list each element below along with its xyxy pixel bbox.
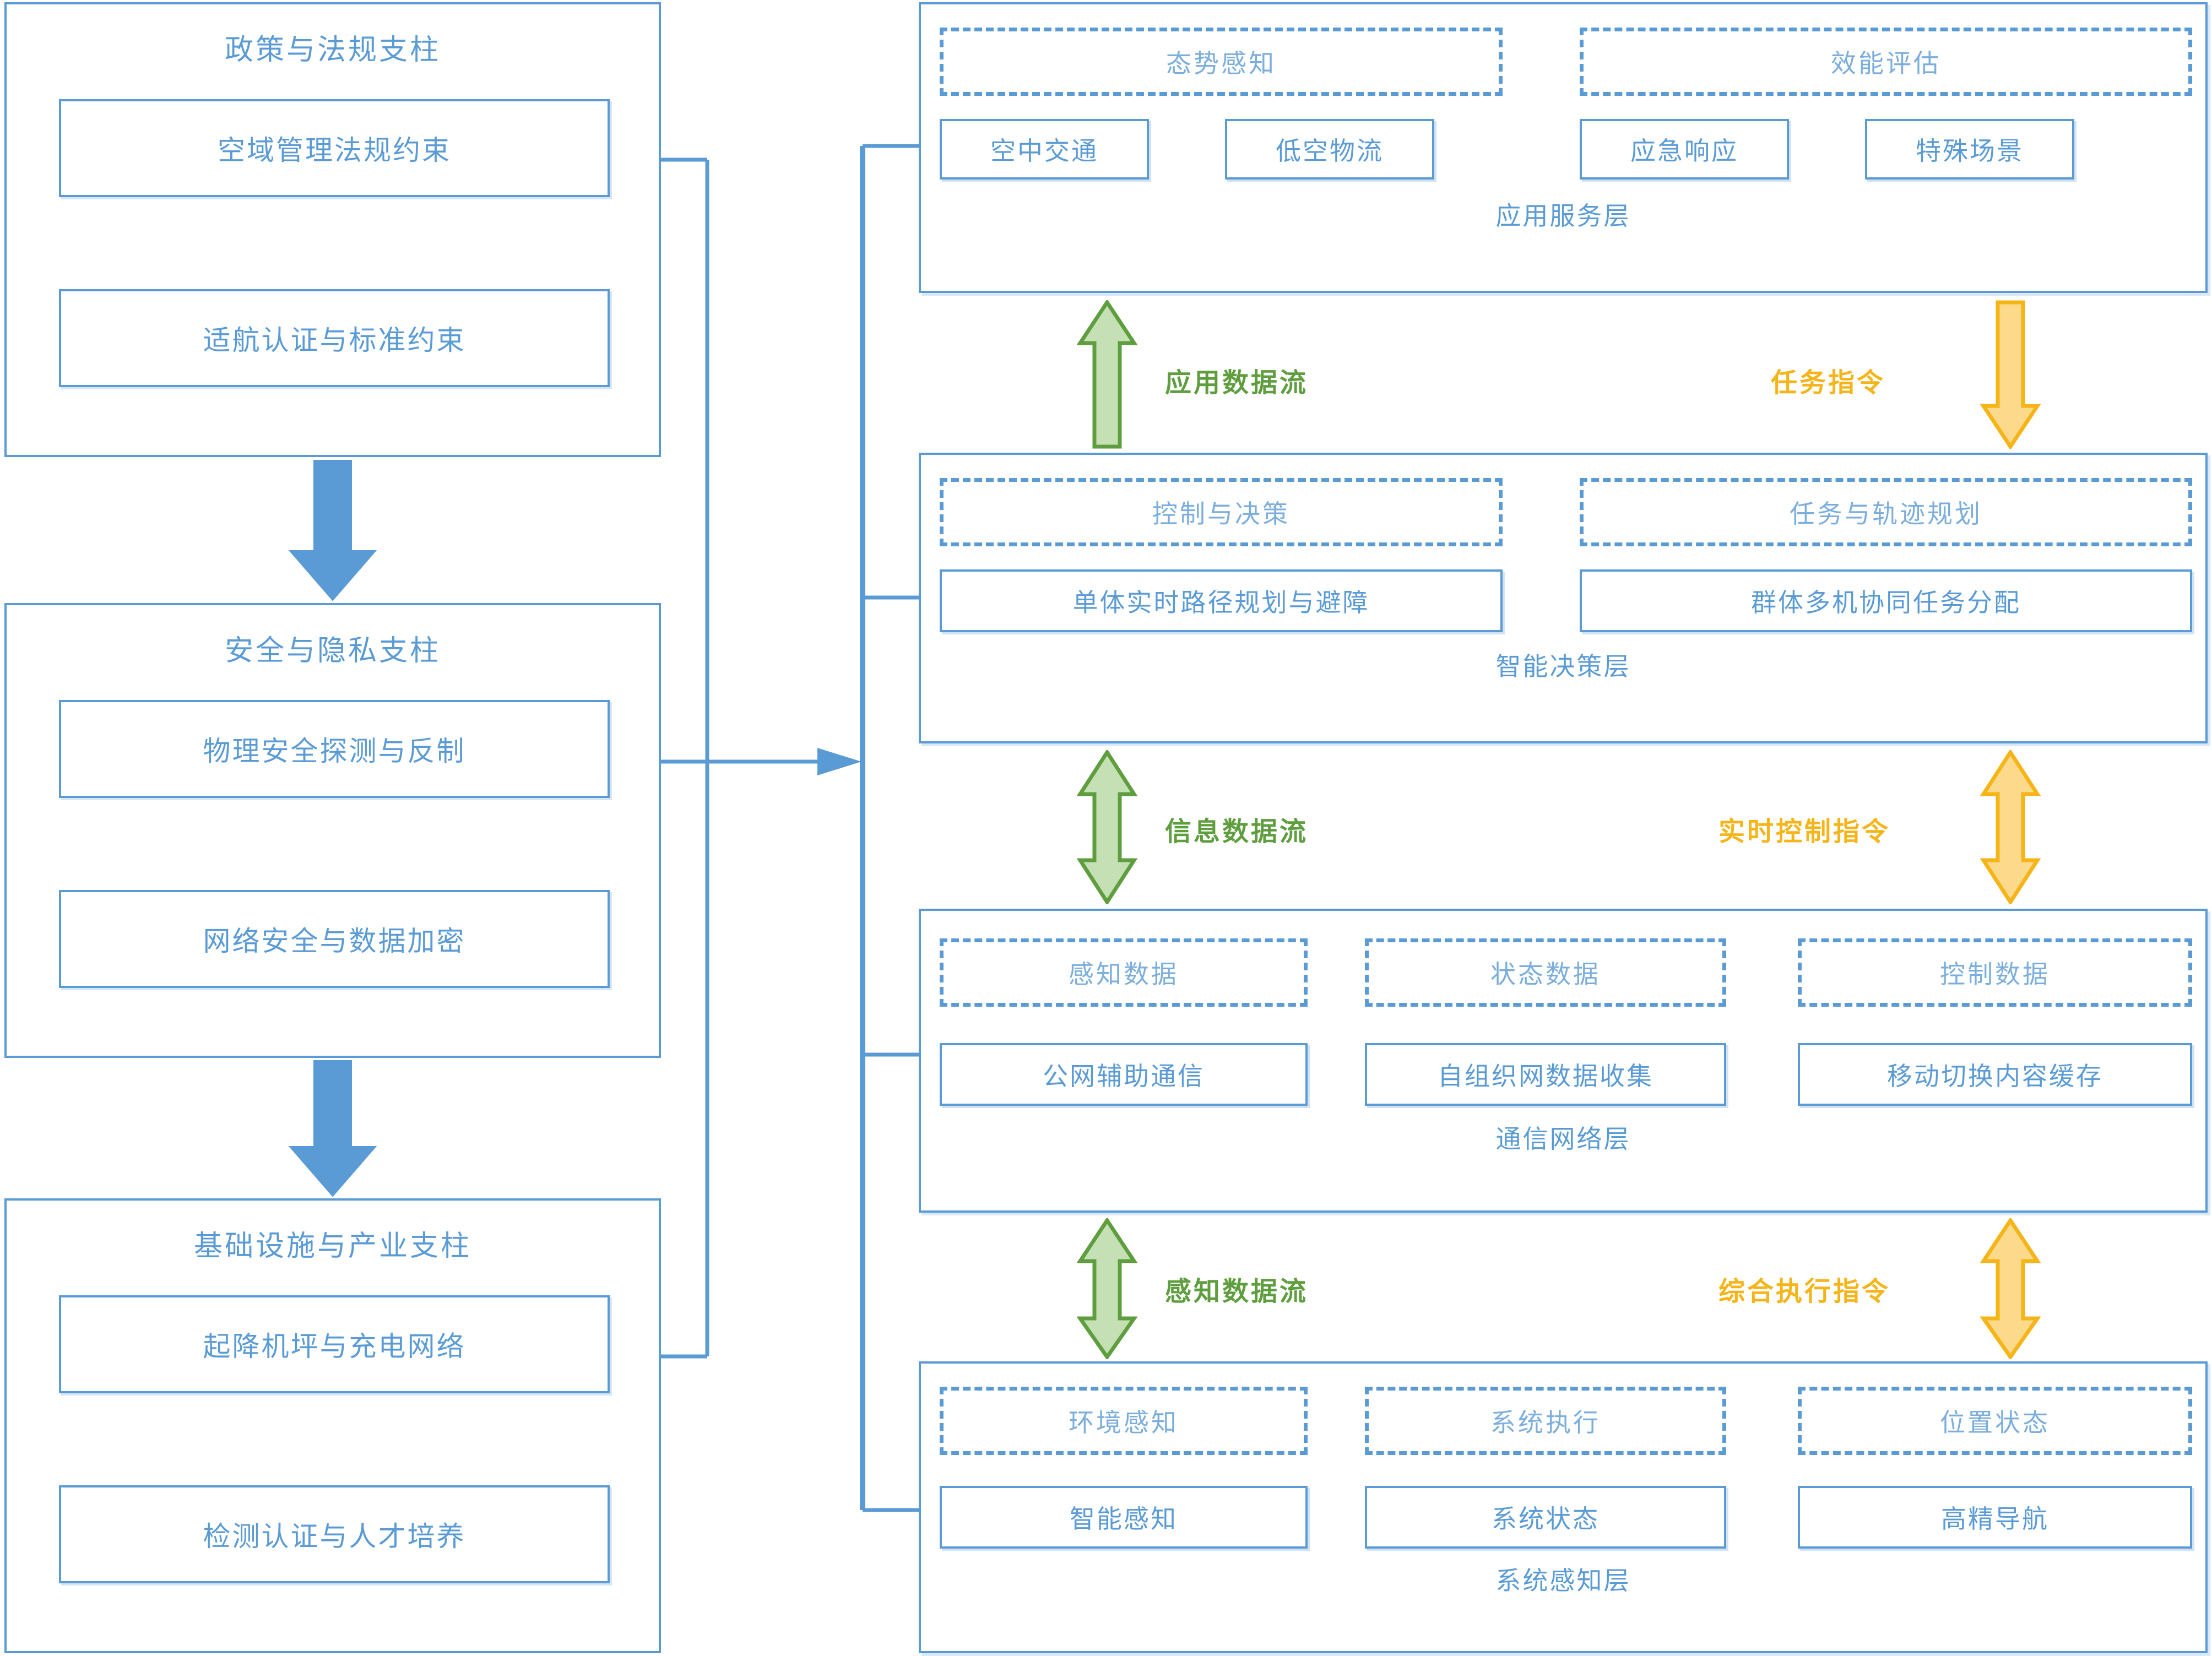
layer4-solid-1[interactable]: 系统状态 [1365,1486,1726,1549]
layer-intelligent-decision: 控制与决策 任务与轨迹规划 单体实时路径规划与避障 群体多机协同任务分配 智能决… [919,453,2208,743]
flow-arrow-task-command-down [1980,300,2041,449]
pillar-policy: 政策与法规支柱 空域管理法规约束 适航认证与标准约束 [4,2,661,457]
layer1-solid-0[interactable]: 空中交通 [940,119,1149,180]
layer1-name: 应用服务层 [1495,202,1631,230]
layer3-dashed-0[interactable]: 感知数据 [940,938,1308,1007]
layer3-solid-0[interactable]: 公网辅助通信 [940,1043,1308,1106]
pillar-infrastructure: 基础设施与产业支柱 起降机坪与充电网络 检测认证与人才培养 [4,1198,661,1653]
connector-arrow-to-layers [707,748,861,775]
pillar-down-arrow-1 [288,460,377,601]
layer3-dashed-2[interactable]: 控制数据 [1798,938,2192,1007]
layer1-solid-3[interactable]: 特殊场景 [1865,119,2074,180]
layer1-solid-1[interactable]: 低空物流 [1225,119,1434,180]
flow-arrow-application-data-up [1077,300,1137,449]
pillar-security-title: 安全与隐私支柱 [224,636,441,667]
pillar-down-arrow-2 [288,1060,377,1197]
flow-arrow-perception-data-both [1077,1218,1137,1359]
pillar-infrastructure-title: 基础设施与产业支柱 [193,1231,471,1262]
layer3-dashed-1[interactable]: 状态数据 [1365,938,1726,1007]
layer4-dashed-0[interactable]: 环境感知 [940,1387,1308,1455]
layer-system-perception: 环境感知 系统执行 位置状态 智能感知 系统状态 高精导航 系统感知层 [919,1361,2208,1653]
layer1-dashed-0[interactable]: 态势感知 [940,28,1503,96]
pillar-infrastructure-item-1[interactable]: 检测认证与人才培养 [59,1485,610,1583]
layer2-solid-0[interactable]: 单体实时路径规划与避障 [940,569,1503,632]
layer3-solid-1[interactable]: 自组织网数据收集 [1365,1043,1726,1106]
pillar-security: 安全与隐私支柱 物理安全探测与反制 网络安全与数据加密 [4,603,661,1058]
layer4-solid-2[interactable]: 高精导航 [1798,1486,2192,1549]
flow-arrow-information-data-both [1077,750,1137,904]
layer3-solid-2[interactable]: 移动切换内容缓存 [1798,1043,2192,1106]
layer4-dashed-1[interactable]: 系统执行 [1365,1387,1726,1455]
layer2-name: 智能决策层 [1495,653,1631,681]
flow-label-perception-data: 感知数据流 [1165,1277,1309,1306]
layer-communication-network: 感知数据 状态数据 控制数据 公网辅助通信 自组织网数据收集 移动切换内容缓存 … [919,909,2208,1213]
layer-application-service: 态势感知 效能评估 空中交通 低空物流 应急响应 特殊场景 应用服务层 [919,2,2208,293]
pillar-security-item-1[interactable]: 网络安全与数据加密 [59,890,610,988]
flow-label-application-data: 应用数据流 [1165,368,1309,398]
flow-label-integrated-execution: 综合执行指令 [1718,1277,1891,1306]
pillar-policy-item-1[interactable]: 适航认证与标准约束 [59,289,610,387]
layer2-dashed-1[interactable]: 任务与轨迹规划 [1580,478,2192,546]
layer4-dashed-2[interactable]: 位置状态 [1798,1387,2192,1455]
layer1-dashed-1[interactable]: 效能评估 [1580,28,2192,96]
pillar-policy-item-0[interactable]: 空域管理法规约束 [59,99,610,197]
pillar-security-item-0[interactable]: 物理安全探测与反制 [59,700,610,798]
flow-arrow-integrated-execution-both [1980,1218,2041,1359]
flow-arrow-realtime-control-both [1980,750,2041,904]
layer3-name: 通信网络层 [1495,1125,1631,1153]
flow-label-task-command: 任务指令 [1771,368,1886,398]
layer2-dashed-0[interactable]: 控制与决策 [940,478,1503,546]
layer4-name: 系统感知层 [1495,1567,1631,1595]
pillar-infrastructure-item-0[interactable]: 起降机坪与充电网络 [59,1295,610,1393]
layer1-solid-2[interactable]: 应急响应 [1580,119,1789,180]
flow-label-information-data: 信息数据流 [1165,817,1309,846]
pillar-policy-title: 政策与法规支柱 [224,35,441,66]
layer2-solid-1[interactable]: 群体多机协同任务分配 [1580,569,2192,632]
flow-label-realtime-control: 实时控制指令 [1718,817,1891,846]
layer4-solid-0[interactable]: 智能感知 [940,1486,1308,1549]
